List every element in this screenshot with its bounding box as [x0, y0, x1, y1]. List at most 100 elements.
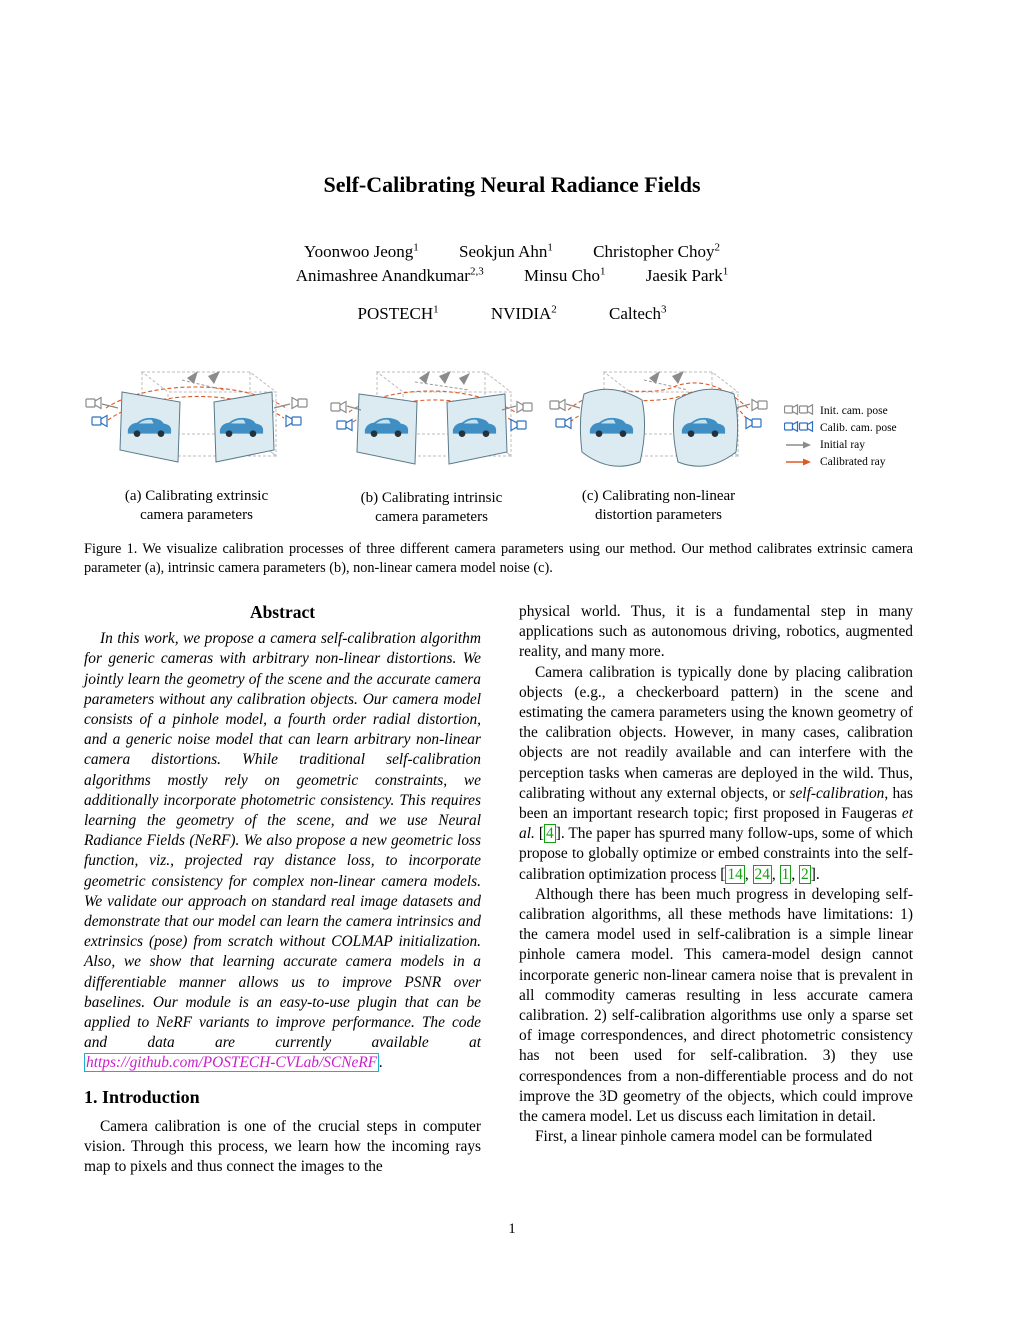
abstract-text-run: .	[379, 1054, 383, 1072]
citation-ref-24[interactable]: 24	[752, 864, 772, 884]
calibrated-rays	[348, 390, 516, 423]
car-image	[364, 417, 409, 437]
body-text-run: Camera calibration is typically done by …	[519, 663, 913, 802]
init-camera-icon	[516, 400, 533, 414]
init-camera-icon	[549, 398, 566, 412]
body-text-run: et al.	[519, 805, 913, 843]
body-text-run: ]. The paper has spurred many follow-ups…	[519, 825, 913, 883]
section-heading-introduction: 1. Introduction	[84, 1086, 200, 1107]
authors-row-2: Animashree Anandkumar2,3 Minsu Cho1 Jaes…	[0, 265, 1024, 286]
figure-panel-c-distortion	[549, 371, 768, 467]
affiliation-name: Caltech	[609, 303, 661, 323]
affiliation-caltech: Caltech3	[609, 303, 666, 323]
initial-ray-arrow-icon	[786, 441, 811, 448]
car-image	[127, 417, 172, 437]
figure-panel-a-extrinsic	[85, 371, 308, 463]
author-name: Seokjun Ahn	[459, 241, 548, 261]
calib-camera-icon	[336, 418, 353, 432]
body-text-run: self-calibration	[789, 784, 885, 802]
initial-rays	[101, 403, 291, 409]
subcaption-line: (b) Calibrating intrinsic	[360, 490, 503, 506]
init-camera-icon	[330, 400, 347, 414]
abstract-heading: Abstract	[249, 602, 316, 622]
body-paragraph-2: Camera calibration is typically done by …	[519, 663, 913, 885]
abstract-text: In this work, we propose a camera self-c…	[84, 629, 481, 1073]
author-name: Christopher Choy	[593, 241, 715, 261]
calib-camera-icon	[91, 414, 108, 428]
calib-camera-icon	[784, 420, 814, 433]
right-image-plane-warped	[672, 388, 739, 467]
calib-camera-icon	[745, 416, 762, 430]
right-image-plane	[446, 393, 508, 465]
authors-row-1: Yoonwoo Jeong1 Seokjun Ahn1 Christopher …	[0, 241, 1024, 262]
author-name: Minsu Cho	[523, 265, 601, 285]
left-image-plane	[119, 391, 181, 463]
author-jaesik-park: Jaesik Park1	[645, 265, 729, 285]
citation-ref-4[interactable]: 4	[543, 824, 556, 844]
citation-ref-2[interactable]: 2	[799, 864, 811, 884]
intro-paragraph-1: Camera calibration is one of the crucial…	[84, 1117, 481, 1176]
car-image	[452, 417, 497, 437]
affiliation-postech: POSTECH1	[358, 303, 439, 323]
left-image-plane	[356, 393, 418, 465]
affiliation-nvidia: NVIDIA2	[491, 303, 557, 323]
subcaption-line: (a) Calibrating extrinsic	[124, 488, 269, 504]
car-image	[589, 417, 634, 437]
legend-item-init-cam-pose: Init. cam. pose	[784, 402, 924, 419]
legend-label: Calib. cam. pose	[820, 421, 897, 434]
github-link[interactable]: https://github.com/POSTECH-CVLab/SCNeRF	[84, 1053, 380, 1073]
calib-camera-icon	[555, 416, 572, 430]
initial-rays	[565, 403, 751, 409]
init-camera-icon	[85, 396, 102, 410]
legend-item-calib-cam-pose: Calib. cam. pose	[784, 419, 924, 436]
citation-ref-14[interactable]: 14	[725, 864, 745, 884]
author-name: Yoonwoo Jeong	[304, 241, 414, 261]
legend-item-initial-ray: Initial ray	[784, 436, 924, 453]
author-minsu-cho: Minsu Cho1	[523, 265, 606, 285]
author-affil-sup: 1	[413, 241, 419, 253]
paper-title: Self-Calibrating Neural Radiance Fields	[323, 172, 701, 197]
legend-label: Init. cam. pose	[820, 404, 888, 417]
body-text-run: ,	[744, 865, 753, 883]
affiliation-sup: 2	[551, 303, 557, 315]
calibrated-ray-arrow-icon	[786, 458, 811, 465]
body-text-run: [	[534, 825, 544, 843]
initial-pose-markers	[181, 371, 225, 391]
left-column: Abstract In this work, we propose a came…	[84, 602, 481, 1177]
citation-ref-1[interactable]: 1	[779, 864, 792, 884]
subcaption-line: distortion parameters	[594, 506, 723, 523]
author-animashree-anandkumar: Animashree Anandkumar2,3	[295, 265, 484, 285]
figure-caption: Figure 1. We visualize calibration proce…	[84, 541, 913, 576]
author-christopher-choy: Christopher Choy2	[593, 241, 720, 261]
figure-1: Init. cam. pose Calib. cam. pose Initial…	[84, 356, 924, 486]
author-name: Jaesik Park	[645, 265, 723, 285]
affiliation-sup: 1	[433, 303, 439, 315]
author-name: Animashree Anandkumar	[295, 265, 470, 285]
body-paragraph-continuation: physical world. Thus, it is a fundamenta…	[519, 603, 913, 661]
figure-panel-b-intrinsic	[330, 371, 533, 465]
author-affil-sup: 1	[547, 241, 553, 253]
author-affil-sup: 1	[722, 265, 729, 277]
author-seokjun-ahn: Seokjun Ahn1	[459, 241, 553, 261]
init-camera-icon	[291, 396, 308, 410]
subcaption-a: (a) Calibrating extrinsic camera paramet…	[84, 487, 309, 524]
calib-camera-icon	[285, 414, 302, 428]
author-affil-sup: 1	[600, 265, 606, 277]
car-image	[681, 417, 726, 437]
subcaption-line: camera parameters	[375, 508, 488, 525]
body-text-run: ,	[791, 865, 800, 883]
left-image-plane-warped	[579, 388, 646, 467]
right-column: physical world. Thus, it is a fundamenta…	[519, 602, 913, 1147]
subcaption-line: (c) Calibrating non-linear	[581, 488, 736, 504]
body-text-run: , has been an important research topic; …	[519, 784, 914, 823]
initial-pose-markers	[643, 371, 689, 391]
legend-item-calibrated-ray: Calibrated ray	[784, 453, 924, 470]
body-paragraph-4: First, a linear pinhole camera model can…	[535, 1128, 873, 1146]
page-number: 1	[508, 1221, 516, 1237]
body-text-run: ,	[771, 865, 780, 883]
legend-label: Calibrated ray	[820, 455, 886, 468]
body-paragraph-3: Although there has been much progress in…	[519, 885, 913, 1126]
calib-camera-icon	[510, 418, 527, 432]
init-camera-icon	[751, 398, 768, 412]
